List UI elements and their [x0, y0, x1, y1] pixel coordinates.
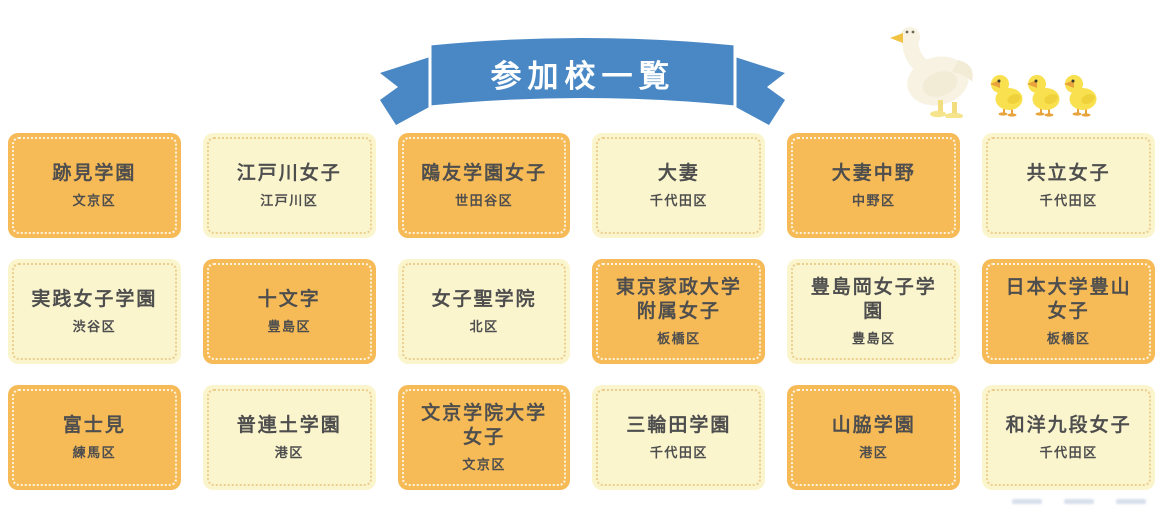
school-ward: 千代田区 — [649, 193, 708, 209]
school-ward: 豊島区 — [851, 331, 896, 347]
school-card-edogawa-joshi[interactable]: 江戸川女子 江戸川区 — [202, 133, 376, 238]
school-name: 江戸川女子 — [236, 162, 342, 184]
school-card-joshi-seigakuin[interactable]: 女子聖学院 北区 — [397, 259, 571, 364]
school-card-jumonji[interactable]: 十文字 豊島区 — [202, 259, 376, 364]
duckling-icon — [990, 75, 1023, 117]
school-ward: 千代田区 — [649, 445, 708, 461]
school-name: 普連土学園 — [236, 414, 342, 436]
school-name: 日本大学豊山 女子 — [1005, 276, 1132, 322]
school-ward: 板橋区 — [1046, 331, 1091, 347]
school-name: 共立女子 — [1026, 162, 1111, 184]
school-ward: 渋谷区 — [72, 319, 117, 335]
school-name: 山脇学園 — [831, 414, 916, 436]
school-name: 大妻 — [657, 162, 700, 184]
school-ward: 江戸川区 — [260, 193, 319, 209]
duck-family-illustration — [888, 24, 1106, 118]
school-card-toshimagaoka[interactable]: 豊島岡女子学 園 豊島区 — [787, 259, 961, 364]
mother-duck-icon — [890, 27, 973, 118]
school-ward: 港区 — [274, 445, 304, 461]
school-card-nihon-univ-buzan[interactable]: 日本大学豊山 女子 板橋区 — [982, 259, 1155, 364]
school-name: 東京家政大学 附属女子 — [615, 276, 742, 322]
school-card-fujimi[interactable]: 富士見 練馬区 — [8, 385, 181, 490]
school-ward: 世田谷区 — [455, 193, 514, 209]
school-card-miwada[interactable]: 三輪田学園 千代田区 — [592, 385, 766, 490]
school-ward: 北区 — [469, 319, 499, 335]
cutoff-text-fragment — [1012, 499, 1146, 506]
school-name: 女子聖学院 — [431, 288, 537, 310]
school-ward: 練馬区 — [72, 445, 117, 461]
school-name: 実践女子学園 — [31, 288, 158, 310]
school-name: 和洋九段女子 — [1005, 414, 1132, 436]
school-ward: 千代田区 — [1039, 193, 1098, 209]
school-card-yamawaki[interactable]: 山脇学園 港区 — [787, 385, 961, 490]
school-card-kyoritsu-joshi[interactable]: 共立女子 千代田区 — [982, 133, 1155, 238]
school-card-jissen-joshi[interactable]: 実践女子学園 渋谷区 — [8, 259, 181, 364]
school-card-bunkyo-gakuin[interactable]: 文京学院大学 女子 文京区 — [397, 385, 571, 490]
school-ward: 文京区 — [72, 193, 117, 209]
school-card-wayo-kudan[interactable]: 和洋九段女子 千代田区 — [982, 385, 1155, 490]
school-card-ohyu-gakuen[interactable]: 鴎友学園女子 世田谷区 — [397, 133, 571, 238]
school-ward: 港区 — [859, 445, 889, 461]
school-ward: 文京区 — [462, 457, 506, 473]
school-card-otsuma-nakano[interactable]: 大妻中野 中野区 — [787, 133, 961, 238]
title-banner: 参加校一覧 — [376, 18, 796, 132]
school-card-grid: 跡見学園 文京区 江戸川女子 江戸川区 鴎友学園女子 世田谷区 大妻 千代田区 … — [8, 133, 1155, 490]
school-name: 三輪田学園 — [626, 414, 732, 436]
school-ward: 千代田区 — [1039, 445, 1098, 461]
school-ward: 豊島区 — [267, 319, 311, 335]
school-name: 富士見 — [62, 414, 126, 436]
school-name: 文京学院大学 女子 — [421, 402, 548, 448]
school-name: 跡見学園 — [52, 162, 137, 184]
duckling-icon — [1064, 75, 1097, 117]
school-card-otsuma[interactable]: 大妻 千代田区 — [592, 133, 766, 238]
page-title: 参加校一覧 — [491, 59, 676, 94]
school-name: 大妻中野 — [831, 162, 916, 184]
school-card-atomi[interactable]: 跡見学園 文京区 — [8, 133, 181, 238]
school-name: 十文字 — [257, 288, 321, 310]
duckling-icon — [1027, 75, 1060, 117]
school-name: 鴎友学園女子 — [421, 162, 548, 184]
ribbon-icon: 参加校一覧 — [380, 35, 785, 125]
school-card-tokyo-kasei[interactable]: 東京家政大学 附属女子 板橋区 — [592, 259, 766, 364]
school-ward: 中野区 — [851, 193, 896, 209]
school-ward: 板橋区 — [657, 331, 701, 347]
school-name: 豊島岡女子学 園 — [810, 276, 937, 322]
school-card-friends[interactable]: 普連土学園 港区 — [202, 385, 376, 490]
